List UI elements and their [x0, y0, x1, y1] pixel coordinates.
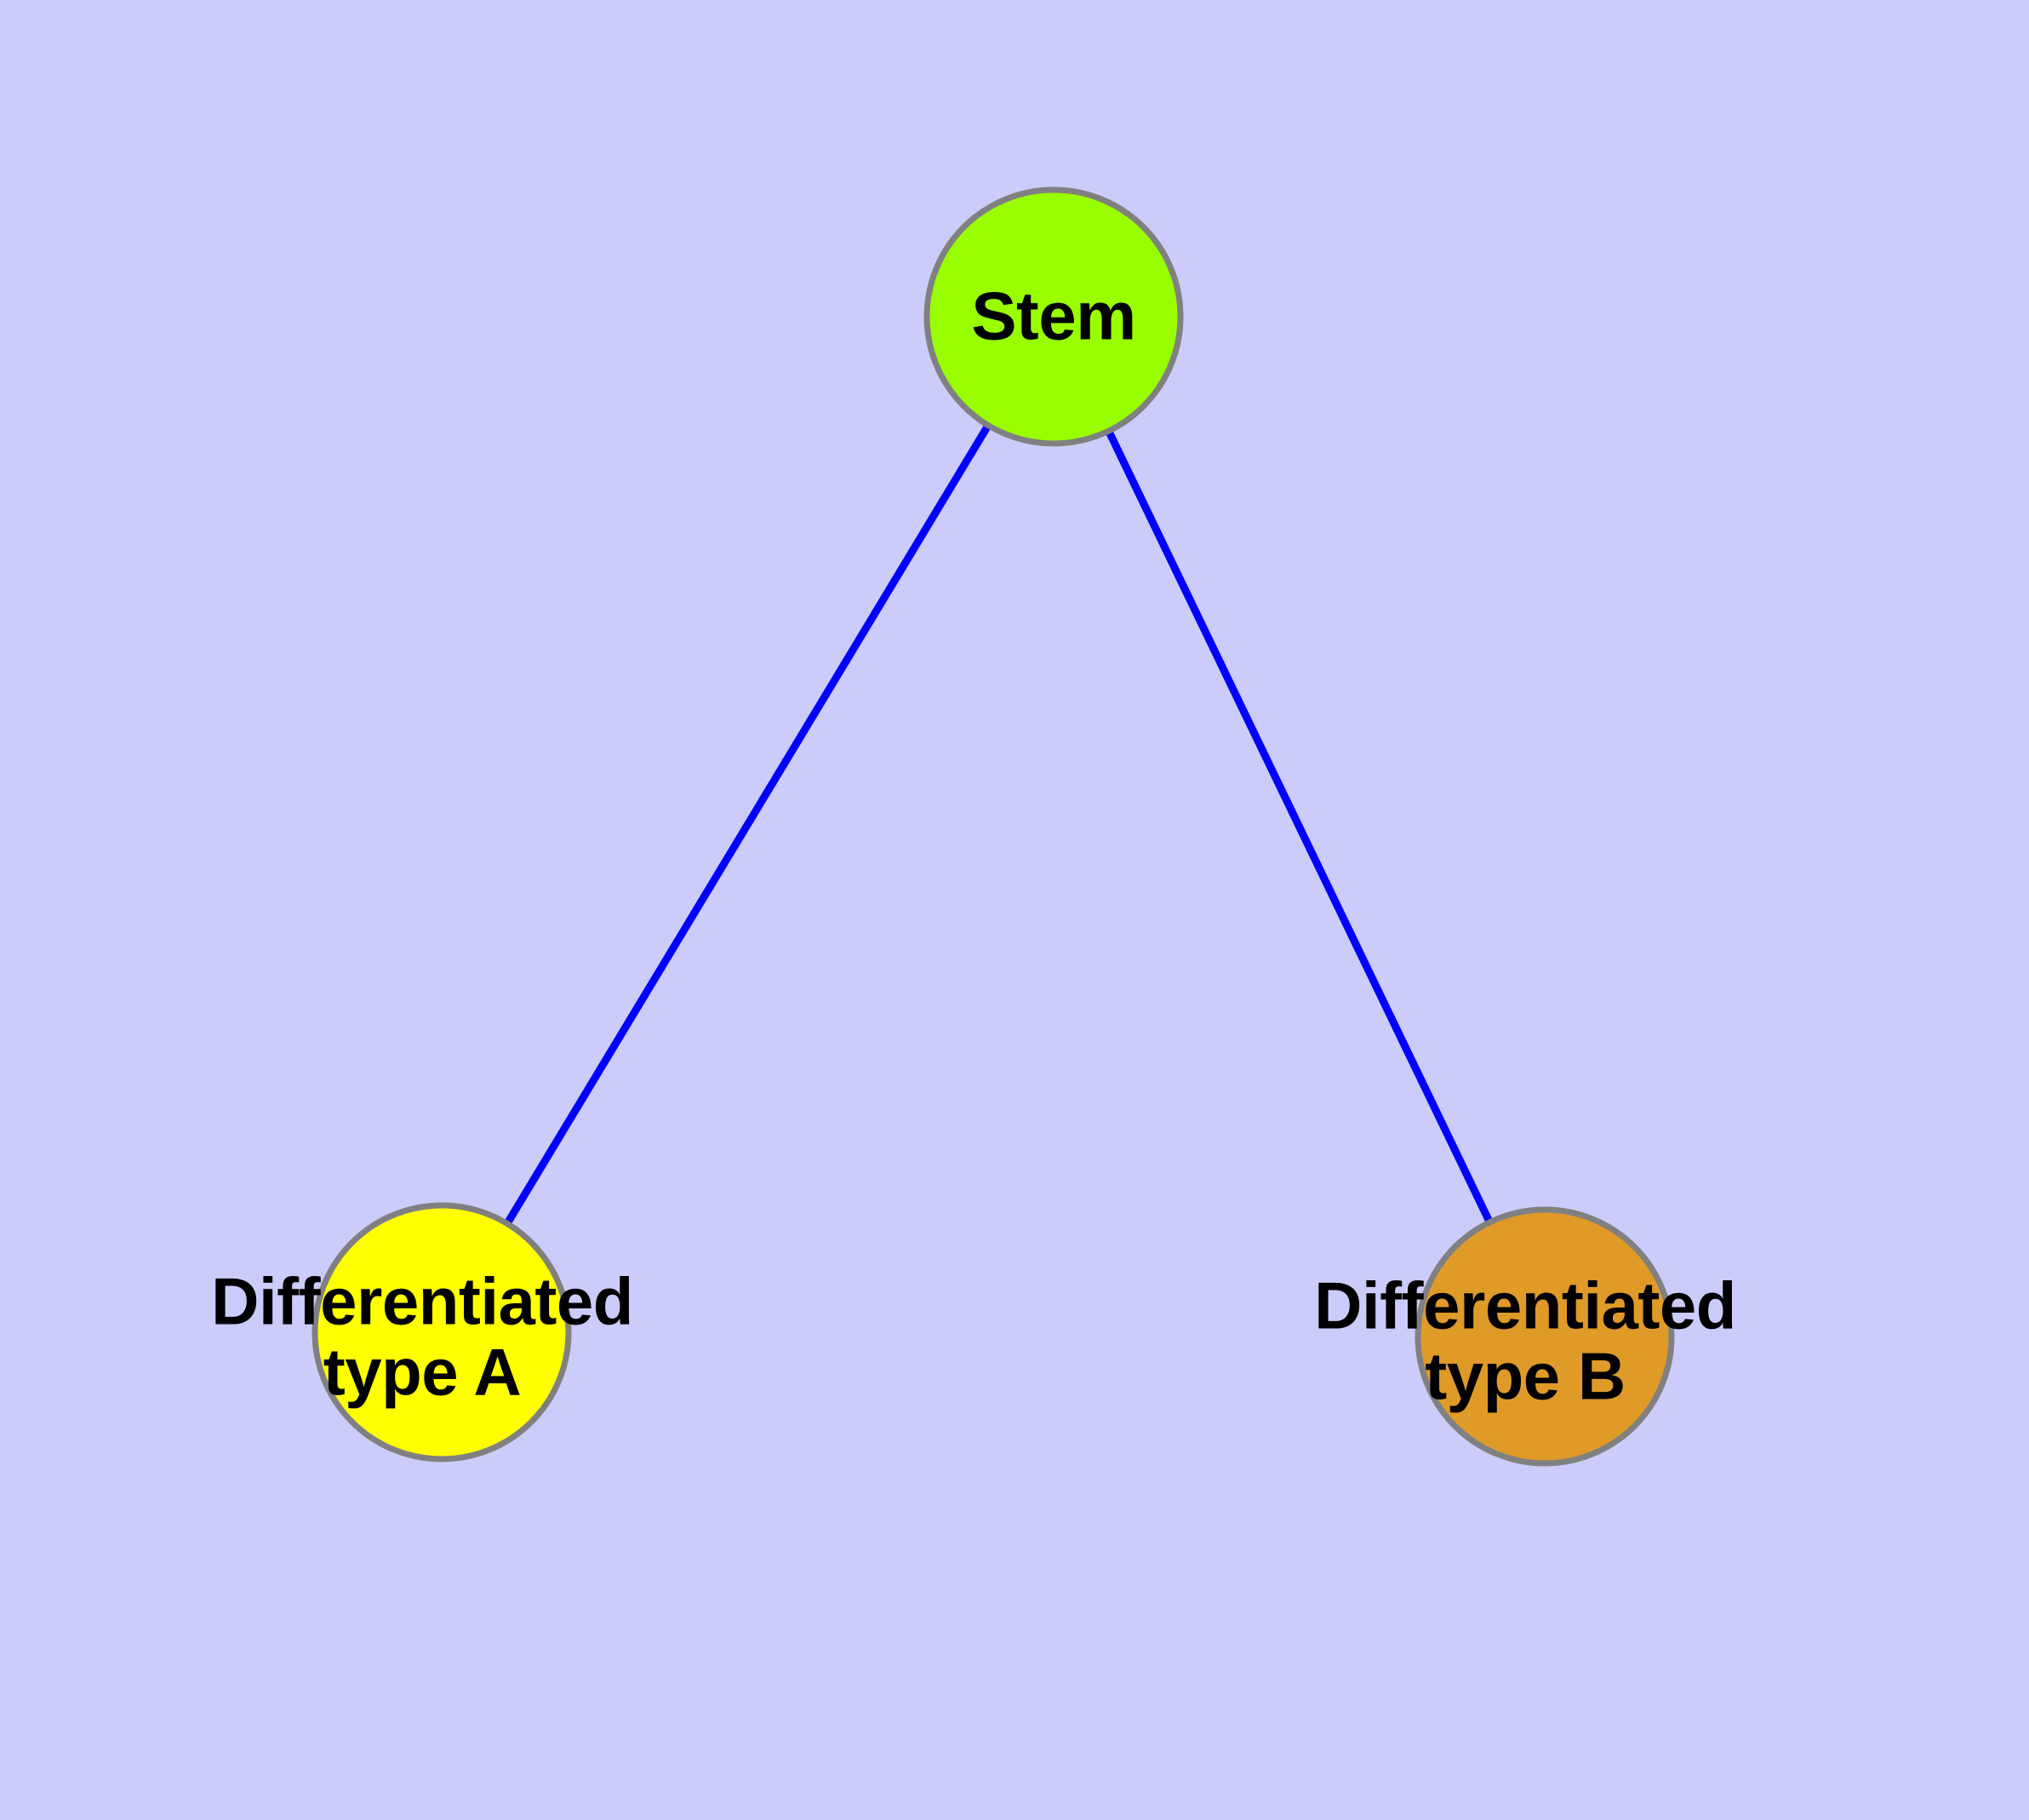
node-differentiated-type-b[interactable] [1415, 1206, 1675, 1467]
edge-stem-to-differentiated-a[interactable] [438, 314, 1057, 1335]
node-stem[interactable] [923, 186, 1184, 447]
node-differentiated-type-a[interactable] [311, 1202, 572, 1462]
edge-stem-to-differentiated-b[interactable] [1049, 315, 1549, 1338]
